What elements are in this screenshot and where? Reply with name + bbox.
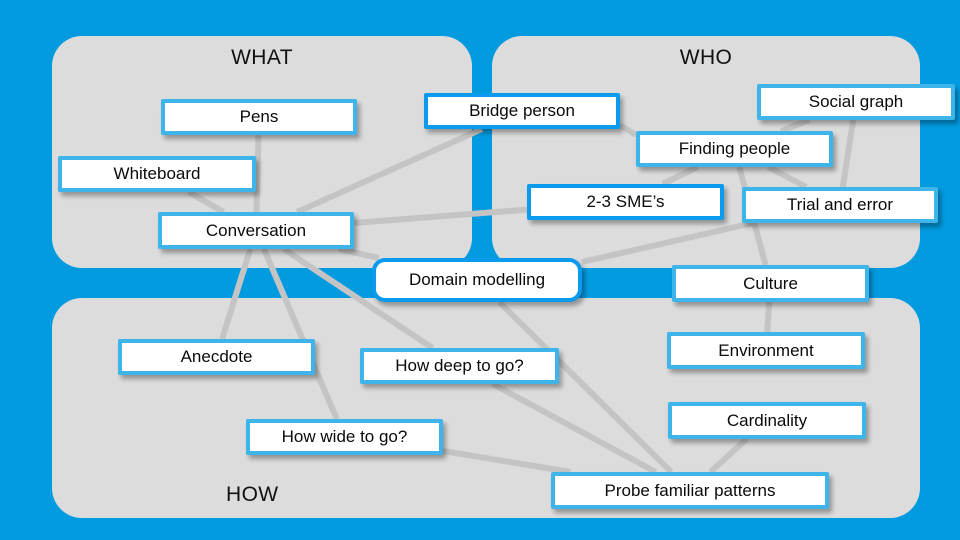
node-label: Trial and error <box>786 195 894 214</box>
node-social[interactable]: Social graph <box>757 84 955 120</box>
node-label: Finding people <box>678 139 791 158</box>
panel-who-title: WHO <box>679 46 733 69</box>
node-cardinality[interactable]: Cardinality <box>668 402 866 439</box>
node-domain[interactable]: Domain modelling <box>372 258 582 302</box>
panel-what-title: WHAT <box>231 46 293 69</box>
node-label: Cardinality <box>726 410 808 430</box>
node-label: How deep to go? <box>395 356 524 375</box>
node-label: Conversation <box>205 220 307 240</box>
node-whiteboard[interactable]: Whiteboard <box>58 156 256 192</box>
node-conversation[interactable]: Conversation <box>158 212 354 249</box>
node-anecdote[interactable]: Anecdote <box>118 339 315 375</box>
node-finding[interactable]: Finding people <box>636 131 833 167</box>
node-label: 2-3 SME’s <box>586 192 665 211</box>
node-label: Pens <box>239 107 279 126</box>
node-environment[interactable]: Environment <box>667 332 865 369</box>
node-label: Domain modelling <box>408 270 546 289</box>
node-label: Bridge person <box>469 101 575 120</box>
node-label: Whiteboard <box>113 164 201 183</box>
node-label: Anecdote <box>180 347 253 366</box>
node-label: Culture <box>743 273 798 293</box>
node-deep[interactable]: How deep to go? <box>360 348 559 384</box>
node-label: How wide to go? <box>281 427 408 446</box>
node-bridge[interactable]: Bridge person <box>424 93 620 129</box>
node-wide[interactable]: How wide to go? <box>246 419 443 455</box>
node-trial[interactable]: Trial and error <box>742 187 938 223</box>
panel-how-title: HOW <box>226 483 279 506</box>
node-pens[interactable]: Pens <box>161 99 357 135</box>
node-culture[interactable]: Culture <box>672 265 869 302</box>
node-label: Social graph <box>808 92 904 111</box>
node-smes[interactable]: 2-3 SME’s <box>527 184 724 220</box>
node-probe[interactable]: Probe familiar patterns <box>551 472 829 509</box>
node-label: Probe familiar patterns <box>604 480 776 500</box>
node-label: Environment <box>718 340 814 360</box>
